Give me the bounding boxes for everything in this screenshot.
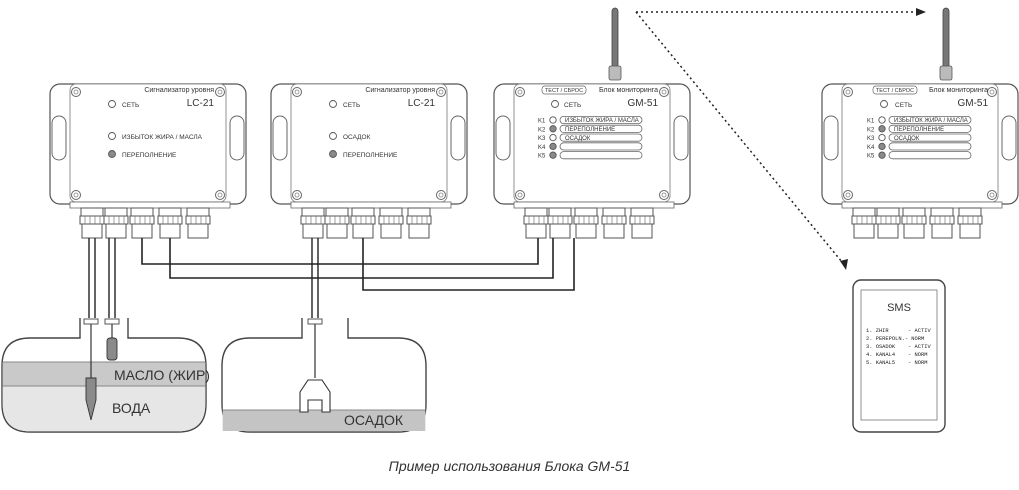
- phone-screen: [860, 289, 938, 421]
- gm51-b-channel-id: K1: [867, 119, 875, 125]
- lc21-a-led-label-2: ПЕРЕПОЛНЕНИЕ: [122, 152, 177, 159]
- gm51-a-channel-id: K1: [538, 119, 546, 125]
- led-gm51-a-net: [551, 100, 559, 108]
- oil-layer: [2, 362, 206, 386]
- gm51-b-model: GM-51: [957, 98, 988, 109]
- signal-wiring: [141, 238, 575, 291]
- gm51-b-channel-id: K3: [867, 136, 875, 142]
- sediment-tank: ОСАДОК: [221, 318, 427, 433]
- sms-title: SMS: [887, 302, 911, 314]
- gm51-a-channel-led: [549, 133, 557, 142]
- sms-line: 2. PEREPOLN.- NORM: [866, 336, 924, 342]
- gm51-a-channel-label-box: [559, 151, 643, 160]
- gm51-b-channel-label-box: [888, 116, 972, 125]
- gm51-a-channel-led: [549, 116, 557, 124]
- gm51-a-channel-list: K1 ИЗБЫТОК ЖИРА / МАСЛА K2 ПЕРЕПОЛНЕНИЕ K3 ОС…: [538, 116, 643, 160]
- sediment-label: ОСАДОК: [344, 412, 404, 428]
- gm51-unit-a: ТЕСТ / СБРОС Блок мониторинга GM-51 СЕТЬ…: [493, 7, 691, 239]
- sediment-layer-body: [222, 410, 426, 431]
- led-lc21-a-2: [108, 150, 116, 158]
- gm51-a-channel-id: K4: [538, 145, 546, 151]
- gm51-b-channel-list: K1 ИЗБЫТОК ЖИРА / МАСЛА K2 ПЕРЕПОЛНЕНИЕ K3 ОС…: [867, 116, 972, 160]
- antenna-icon: [611, 7, 619, 69]
- led-lc21-b-1: [329, 132, 337, 140]
- gm51-b-channel-label-box: [888, 151, 972, 160]
- lc21-b-led-label-0: СЕТЬ: [343, 102, 360, 109]
- lc21-a-led-label-1: ИЗБЫТОК ЖИРА / МАСЛА: [122, 134, 203, 141]
- gm51-b-channel-label: ИЗБЫТОК ЖИРА / МАСЛА: [894, 118, 968, 124]
- gm51-b-channel-label: ОСАДОК: [894, 136, 920, 142]
- led-lc21-b-2: [329, 150, 337, 158]
- led-lc21-a-1: [108, 132, 116, 140]
- gm51-b-channel-label-box: [888, 142, 972, 151]
- gm51-a-channel-label-box: [559, 133, 643, 142]
- sediment-probe-icon: [299, 379, 331, 413]
- grease-tank: МАСЛО (ЖИР) ВОДА: [1, 318, 210, 433]
- led-lc21-a-0: [108, 100, 116, 108]
- lc21-a-model: LC-21: [187, 98, 215, 109]
- sms-line: 5. KANAL5 - NORM: [866, 360, 927, 366]
- sms-line: 3. OSADOK - ACTIV: [866, 344, 931, 350]
- gm51-unit-b: ТЕСТ / СБРОС Блок мониторинга GM-51 СЕТЬ…: [821, 7, 1019, 239]
- sms-line: 1. ZHIR - ACTIV: [866, 328, 931, 334]
- gm51-a-channel-label: ОСАДОК: [565, 136, 591, 142]
- arrow-head-icon: [840, 259, 848, 270]
- gm51-a-channel-id: K5: [538, 154, 546, 160]
- probe-cables: [88, 238, 319, 322]
- gm51-a-net-label: СЕТЬ: [564, 102, 581, 109]
- gm51-b-channel-led: [878, 142, 886, 151]
- figure-caption: Пример использования Блока GM-51: [388, 458, 631, 474]
- oil-label: МАСЛО (ЖИР): [114, 367, 210, 383]
- gm51-b-channel-id: K4: [867, 145, 875, 151]
- gm51-a-channel-led: [549, 151, 557, 159]
- gm51-b-channel-led: [878, 116, 886, 124]
- test-reset-button: [541, 85, 587, 95]
- gm51-b-channel-label: ПЕРЕПОЛНЕНИЕ: [894, 127, 944, 133]
- lc21-unit-a: Сигнализатор уровня LC-21 СЕТЬ ИЗБЫТОК Ж…: [49, 83, 247, 239]
- gm51-a-channel-label-box: [559, 124, 643, 133]
- gm51-b-net-label: СЕТЬ: [895, 102, 912, 109]
- gm51-b-channel-led: [878, 125, 886, 133]
- arrow-head-icon: [916, 8, 926, 16]
- led-lc21-b-0: [329, 100, 337, 108]
- gm51-b-channel-label-box: [888, 133, 972, 142]
- gm51-b-channel-led: [878, 151, 886, 159]
- gm51-a-title-small: Блок мониторинга: [599, 87, 658, 94]
- gm51-a-test-label: ТЕСТ / СБРОС: [545, 88, 583, 94]
- wireless-links: [635, 11, 918, 263]
- gm51-a-channel-label: ПЕРЕПОЛНЕНИЕ: [565, 127, 615, 133]
- gm51-a-model: GM-51: [627, 98, 658, 109]
- water-layer: [2, 386, 206, 432]
- level-probe-icon: [85, 377, 97, 421]
- gm51-b-channel-id: K5: [867, 154, 875, 160]
- lc21-unit-b: Сигнализатор уровня LC-21 СЕТЬ ОСАДОК ПЕ…: [270, 83, 468, 239]
- lc21-a-title-small: Сигнализатор уровня: [144, 87, 214, 94]
- gm51-b-channel-id: K2: [867, 127, 875, 133]
- lc21-b-led-label-1: ОСАДОК: [343, 134, 371, 141]
- smartphone: SMS 1. ZHIR - ACTIV 2. PEREPOLN.- NORM 3…: [852, 279, 946, 433]
- gm51-b-channel-led: [878, 133, 886, 142]
- gm51-b-title-small: Блок мониторинга: [929, 87, 988, 94]
- lc21-a-led-label-0: СЕТЬ: [122, 102, 139, 109]
- test-reset-button: [872, 85, 918, 95]
- lc21-b-title-small: Сигнализатор уровня: [365, 87, 435, 94]
- gm51-a-channel-label-box: [559, 142, 643, 151]
- gm51-b-channel-label-box: [888, 124, 972, 133]
- antenna-icon: [942, 7, 950, 69]
- gm51-b-test-label: ТЕСТ / СБРОС: [876, 88, 914, 94]
- gm51-a-channel-id: K2: [538, 127, 546, 133]
- sms-line: 4. KANAL4 - NORM: [866, 352, 927, 358]
- water-label: ВОДА: [112, 400, 151, 416]
- gm51-a-channel-label: ИЗБЫТОК ЖИРА / МАСЛА: [565, 118, 639, 124]
- gm51-a-channel-led: [549, 125, 557, 133]
- lc21-b-model: LC-21: [408, 98, 436, 109]
- led-gm51-b-net: [880, 100, 888, 108]
- gm51-a-channel-led: [549, 142, 557, 151]
- tank-outline: [221, 318, 427, 433]
- lc21-b-led-label-2: ПЕРЕПОЛНЕНИЕ: [343, 152, 398, 159]
- gm51-a-channel-id: K3: [538, 136, 546, 142]
- gm51-a-channel-label-box: [559, 116, 643, 125]
- grease-probe-icon: [106, 337, 118, 361]
